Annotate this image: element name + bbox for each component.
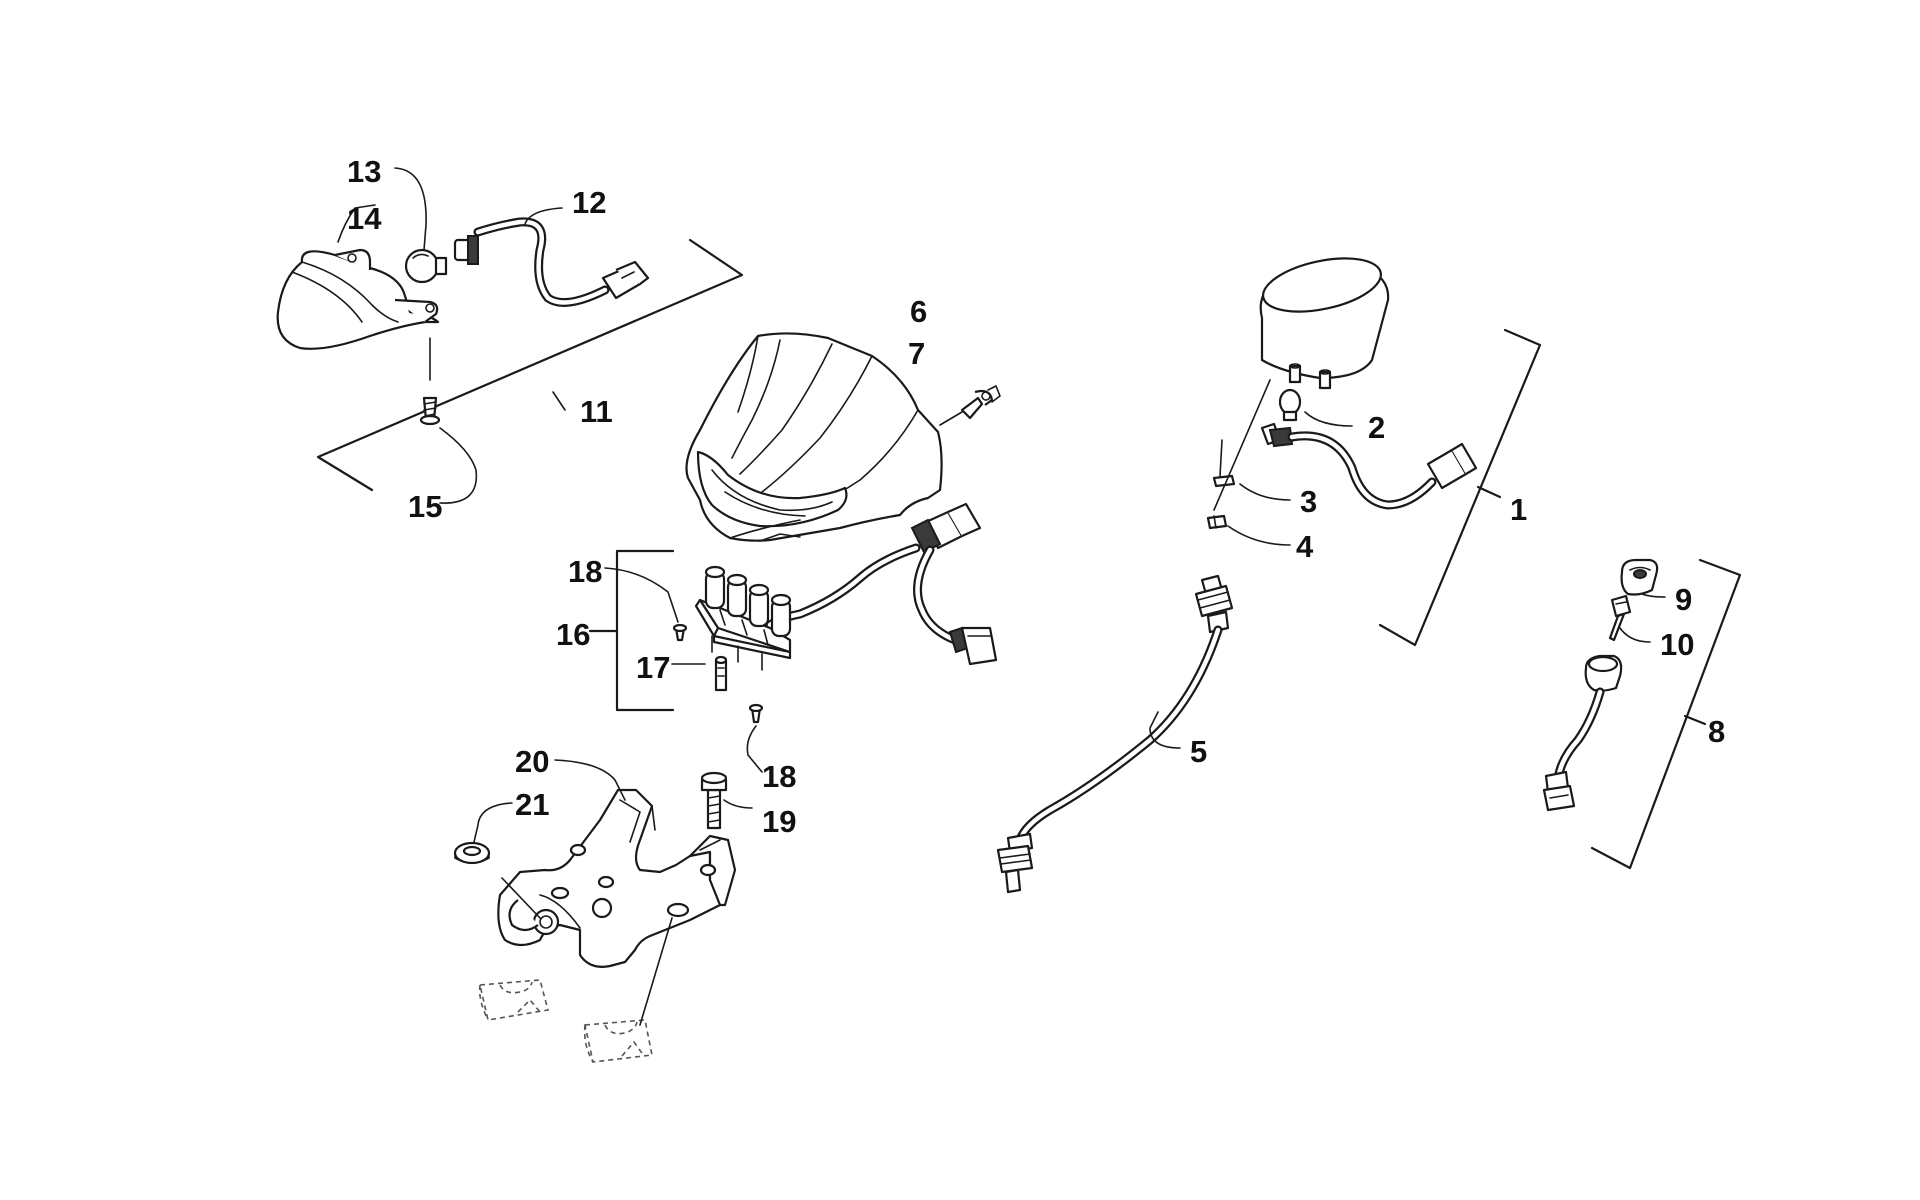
part-13-bulb xyxy=(404,248,448,284)
callout-10: 10 xyxy=(1660,627,1694,662)
ghost-nut-left xyxy=(478,979,549,1021)
part-21-grommet xyxy=(453,841,491,865)
part-1-speedometer-gauge xyxy=(1259,257,1390,390)
leader-11 xyxy=(552,391,566,411)
leader-14 xyxy=(337,204,376,243)
group-1-bracket xyxy=(1378,328,1542,647)
leader-2 xyxy=(1304,411,1353,427)
callout-1: 1 xyxy=(1510,492,1527,527)
part-12-socket-harness xyxy=(453,217,650,307)
leader-3 xyxy=(1239,483,1291,501)
leader-18b xyxy=(746,725,763,773)
callout-2: 2 xyxy=(1368,410,1385,445)
part-16-indicator-assembly xyxy=(694,565,792,671)
callout-13: 13 xyxy=(347,154,381,189)
leader-12 xyxy=(524,207,563,225)
part-1-gauge-harness xyxy=(1260,422,1478,510)
gauge-centerline xyxy=(1213,379,1271,511)
callout-6: 6 xyxy=(910,294,927,329)
callout-8: 8 xyxy=(1708,714,1725,749)
part-2-gauge-bulb xyxy=(1278,388,1302,422)
part-9-switch-cap xyxy=(1620,558,1659,596)
callout-19: 19 xyxy=(762,804,796,839)
callout-9: 9 xyxy=(1675,582,1692,617)
part-8-ignition-switch xyxy=(1542,654,1623,812)
leader-5 xyxy=(1149,711,1181,749)
ghost-nut-right xyxy=(583,1019,653,1063)
part-3-washer xyxy=(1212,439,1236,488)
leader-10 xyxy=(1619,627,1651,643)
leader-21 xyxy=(473,802,513,843)
callout-labels: 1 2 3 4 5 6 7 8 9 10 11 12 13 14 15 16 1… xyxy=(347,154,1725,839)
callout-18b: 18 xyxy=(762,759,796,794)
part-5-speedometer-cable xyxy=(996,574,1234,894)
callout-7: 7 xyxy=(908,336,925,371)
part-10-key xyxy=(1608,594,1632,642)
leader-13 xyxy=(394,167,427,251)
group-8-bracket xyxy=(1590,558,1742,870)
leader-18a xyxy=(604,567,679,623)
group-16-bracket xyxy=(588,549,675,712)
callout-16: 16 xyxy=(556,617,590,652)
callout-15: 15 xyxy=(408,489,442,524)
leader-ghost-right xyxy=(639,917,673,1026)
callout-14: 14 xyxy=(347,201,382,236)
indicator-lamps xyxy=(704,565,792,638)
group-11-bracket xyxy=(316,238,744,492)
part-18-screw-b xyxy=(748,703,764,724)
callout-21: 21 xyxy=(515,787,549,822)
leader-20 xyxy=(554,759,626,801)
part-17-bulb xyxy=(714,655,728,692)
callout-11: 11 xyxy=(580,394,613,429)
leader-19 xyxy=(723,799,753,809)
part-14-tail-light-housing xyxy=(276,248,440,350)
part-20-mount-bracket xyxy=(497,788,737,968)
callout-18a: 18 xyxy=(568,554,602,589)
callout-17: 17 xyxy=(636,650,670,685)
part-15-screw xyxy=(419,337,441,426)
part-18-screw-a xyxy=(672,623,688,642)
callout-5: 5 xyxy=(1190,734,1207,769)
callout-3: 3 xyxy=(1300,484,1317,519)
part-7-screw xyxy=(939,385,1001,426)
leader-9 xyxy=(1641,593,1666,598)
part-6-headlight-nacelle xyxy=(685,332,943,542)
callout-4: 4 xyxy=(1296,529,1314,564)
part-19-bolt xyxy=(700,771,728,830)
part-4-nut xyxy=(1206,514,1228,530)
callout-12: 12 xyxy=(572,185,606,220)
leader-ghost-left xyxy=(501,877,541,919)
leader-15 xyxy=(439,427,478,504)
leader-4 xyxy=(1227,525,1291,546)
callout-20: 20 xyxy=(515,744,549,779)
